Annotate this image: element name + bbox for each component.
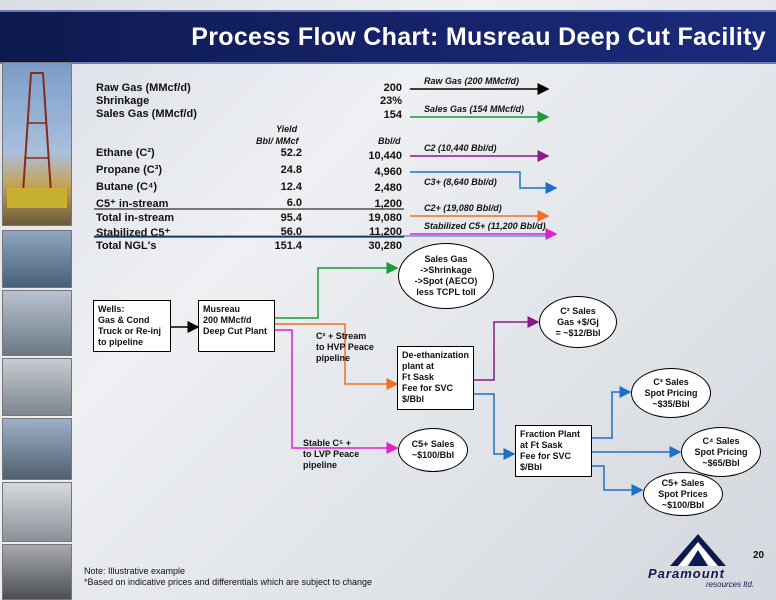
c4-sales-oval: C⁴ Sales Spot Pricing ~$65/Bbl (681, 427, 761, 477)
stable-c5-pipeline-label: Stable C⁵ + to LVP Peace pipeline (303, 438, 360, 470)
raw-gas-value: 200 (383, 82, 402, 94)
total-instream-bbl: 19,080 (368, 212, 402, 224)
c2-stream-pipeline-label: C² + Stream to HVP Peace pipeline (316, 331, 374, 363)
stable-c5-flow-arrow (274, 329, 399, 454)
sales-gas-label: Sales Gas (MMcf/d) (96, 108, 197, 120)
c2plus-stream-label: C2+ (19,080 Bbl/d) (424, 203, 502, 213)
paramount-logo-icon (670, 534, 726, 566)
yield-header: Yield (276, 124, 298, 134)
pipe-rack-photo (2, 418, 72, 480)
total-ngl-bbl: 30,280 (368, 240, 402, 252)
c5-instream-yield: 6.0 (286, 197, 302, 209)
logo-sub: resources ltd. (706, 580, 755, 589)
ethane-bbl: 10,440 (368, 150, 402, 162)
title-bar: Process Flow Chart: Musreau Deep Cut Fac… (0, 10, 776, 64)
total-ngl-label: Total NGL's (96, 240, 157, 252)
c2-stream-flow-arrow (274, 323, 399, 390)
tank-photo (2, 482, 72, 542)
page-title: Process Flow Chart: Musreau Deep Cut Fac… (191, 23, 766, 51)
fraction-flow-arrow (474, 393, 516, 460)
c2-sales-oval: C² Sales Gas +$/Gj = ~$12/Bbl (539, 296, 617, 348)
logo-name: Paramount (648, 566, 725, 581)
total-instream-label: Total in-stream (96, 212, 175, 224)
shrinkage-value: 23% (379, 95, 402, 107)
c2-stream-label: C2 (10,440 Bbl/d) (424, 143, 497, 153)
c2-sales-flow-arrow (474, 316, 540, 381)
rig-icon (7, 72, 67, 208)
propane-yield: 24.8 (280, 164, 302, 176)
page-number: 20 (753, 550, 765, 561)
total-instream-yield: 95.4 (280, 212, 302, 224)
ethane-label: Ethane (C²) (96, 147, 155, 159)
c3-sales-flow-arrow (592, 386, 632, 439)
butane-bbl: 2,480 (374, 182, 402, 194)
sales-gas-flow-arrow (274, 262, 399, 319)
sales-gas-oval: Sales Gas ->Shrinkage ->Spot (AECO) less… (398, 243, 494, 309)
stabilized-c5-bbl: 11,200 (368, 226, 402, 238)
c5-instream-bbl: 1,200 (374, 198, 402, 210)
c5-spot-oval: C5+ Sales Spot Prices ~$100/Bbl (643, 472, 723, 516)
fraction-plant-box: Fraction Plant at Ft Sask Fee for SVC $/… (515, 425, 592, 477)
stabilized-c5-yield: 56.0 (280, 226, 302, 238)
stabilized-c5-stream-label: Stabilized C5+ (11,200 Bbl/d) (424, 221, 546, 231)
deethanization-plant-box: De-ethanization plant at Ft Sask Fee for… (397, 346, 474, 410)
plant-photo-3 (2, 358, 72, 416)
ethane-yield: 52.2 (280, 147, 302, 159)
propane-bbl: 4,960 (374, 166, 402, 178)
c3plus-stream-label: C3+ (8,640 Bbl/d) (424, 177, 497, 187)
c3-sales-oval: C³ Sales Spot Pricing ~$35/Bbl (631, 368, 711, 418)
butane-label: Butane (C⁴) (96, 181, 158, 193)
note-illustrative: Note: Illustrative example (84, 566, 186, 576)
plant-photo-2 (2, 290, 72, 356)
bbl-header: Bbl/d (378, 136, 401, 146)
note-pricing: *Based on indicative prices and differen… (84, 577, 373, 587)
raw-gas-label: Raw Gas (MMcf/d) (96, 82, 191, 94)
yield-units-header: Bbl/ MMcf (256, 136, 299, 146)
butane-yield: 12.4 (280, 181, 302, 193)
musreau-plant-box: Musreau 200 MMcf/d Deep Cut Plant (198, 300, 275, 352)
propane-label: Propane (C³) (96, 164, 162, 176)
equipment-photo (2, 544, 72, 600)
plant-photo-1 (2, 230, 72, 288)
shrinkage-label: Shrinkage (96, 95, 150, 107)
drilling-rig-photo (2, 62, 72, 226)
total-ngl-yield: 151.4 (274, 240, 302, 252)
raw-gas-stream-label: Raw Gas (200 MMcf/d) (424, 76, 520, 86)
c3plus-arrow (410, 171, 558, 194)
photo-strip (0, 62, 72, 600)
c5-spot-flow-arrow (592, 465, 644, 496)
sales-gas-value: 154 (383, 109, 402, 121)
sales-gas-stream-label: Sales Gas (154 MMcf/d) (424, 104, 525, 114)
c5-sales-oval: C5+ Sales ~$100/Bbl (398, 428, 468, 472)
wells-box: Wells: Gas & Cond Truck or Re-inj to pip… (93, 300, 171, 352)
c5-instream-label: C5⁺ in-stream (96, 198, 169, 210)
